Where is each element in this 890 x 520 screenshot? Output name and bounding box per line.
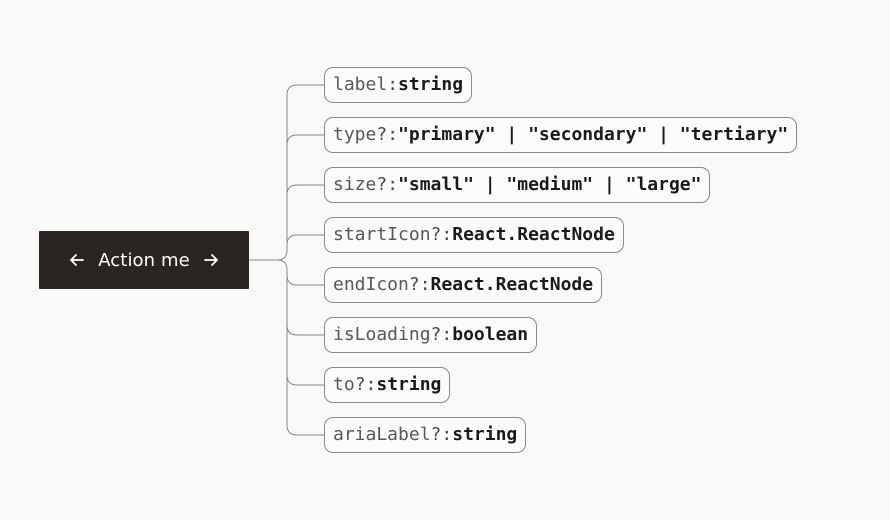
prop-optional-marker: ? <box>354 374 366 395</box>
connector-branch <box>286 184 324 196</box>
prop-optional-marker: ? <box>408 274 420 295</box>
prop-type: string <box>452 424 518 445</box>
connector-stem <box>249 249 288 261</box>
prop-start-icon: startIcon?: React.ReactNode <box>324 217 624 253</box>
prop-optional-marker: ? <box>430 424 442 445</box>
connector-branch <box>286 374 324 386</box>
prop-separator: : <box>387 174 399 195</box>
arrow-right-icon <box>202 251 220 269</box>
prop-to: to?: string <box>324 367 451 403</box>
prop-name: startIcon <box>333 224 431 245</box>
prop-name: label <box>333 74 388 95</box>
action-me-label: Action me <box>98 249 190 271</box>
prop-name: to <box>333 374 355 395</box>
prop-name: size <box>333 174 377 195</box>
arrow-left-icon <box>68 251 86 269</box>
prop-separator: : <box>419 274 431 295</box>
prop-name: isLoading <box>333 324 431 345</box>
prop-type: boolean <box>452 324 529 345</box>
connector-branch <box>286 324 324 336</box>
connector-branch <box>286 84 324 250</box>
prop-optional-marker: ? <box>430 224 442 245</box>
prop-type: React.ReactNode <box>430 274 594 295</box>
prop-type: "primary" | "secondary" | "tertiary" <box>398 124 789 145</box>
prop-separator: : <box>441 324 453 345</box>
prop-separator: : <box>387 124 399 145</box>
prop-name: ariaLabel <box>333 424 431 445</box>
prop-size: size?: "small" | "medium" | "large" <box>324 167 711 203</box>
connector-branch <box>286 234 324 246</box>
connector-stem-lower <box>276 259 288 271</box>
prop-name: endIcon <box>333 274 409 295</box>
prop-optional-marker: ? <box>430 324 442 345</box>
connector-branch <box>286 274 324 286</box>
prop-type: string <box>398 74 464 95</box>
prop-separator: : <box>441 424 453 445</box>
prop-name: type <box>333 124 377 145</box>
prop-type: "small" | "medium" | "large" <box>398 174 702 195</box>
prop-label: label: string <box>324 67 473 103</box>
prop-optional-marker: ? <box>376 174 388 195</box>
connector-branch <box>286 270 324 436</box>
prop-optional-marker: ? <box>376 124 388 145</box>
prop-is-loading: isLoading?: boolean <box>324 317 538 353</box>
connector-branch <box>286 134 324 146</box>
prop-type: type?: "primary" | "secondary" | "tertia… <box>324 117 798 153</box>
prop-type: React.ReactNode <box>452 224 615 245</box>
action-me-button[interactable]: Action me <box>39 231 249 289</box>
prop-separator: : <box>441 224 453 245</box>
prop-end-icon: endIcon?: React.ReactNode <box>324 267 603 303</box>
prop-type: string <box>376 374 442 395</box>
prop-aria-label: ariaLabel?: string <box>324 417 527 453</box>
prop-separator: : <box>387 74 399 95</box>
prop-separator: : <box>365 374 377 395</box>
